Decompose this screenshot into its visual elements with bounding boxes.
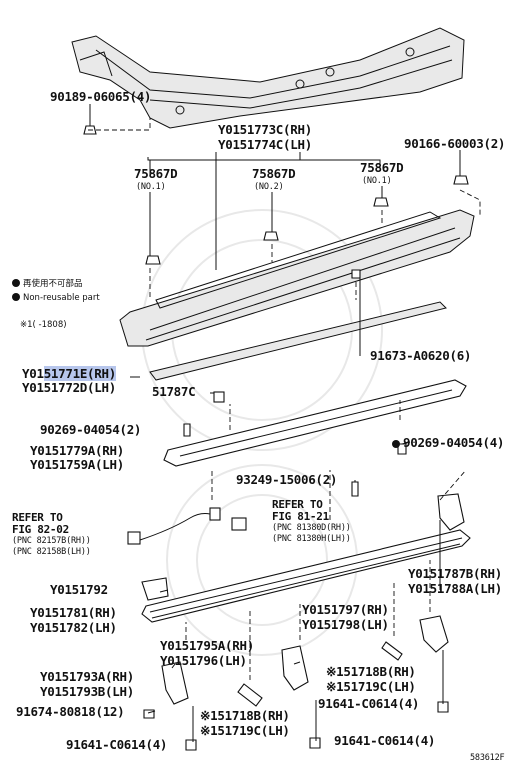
label-90269-04054-a: 90269-04054(2)	[40, 422, 142, 437]
fastener-clips	[83, 125, 469, 751]
small-bracket-792-part	[141, 577, 169, 601]
label-93249-15006: 93249-15006(2)	[236, 472, 338, 487]
label-91641-C0614-left: 91641-C0614(4)	[66, 737, 168, 752]
label-Y0151771E: Y0151771E(RH)	[22, 366, 116, 381]
label-Y0151798: Y0151798(LH)	[302, 617, 389, 632]
non-reusable-dot-icon	[12, 293, 20, 301]
projection-dashes	[88, 118, 481, 680]
body-frame-part	[71, 27, 465, 129]
label-75867D-a-sub: (NO.1)	[136, 182, 166, 192]
legend-jp-text: 再使用不可部品	[23, 279, 83, 289]
label-Y0151774C: Y0151774C(LH)	[218, 137, 312, 152]
label-Y0151771E-highlight: 51771E(RH)	[43, 366, 116, 381]
label-75867D-b: 75867D	[252, 166, 296, 181]
wire-harness-part	[127, 507, 247, 545]
label-Y0151779A: Y0151779A(RH)	[30, 443, 124, 458]
legend-non-reusable-jp: 再使用不可部品	[12, 279, 83, 289]
label-Y0151773C: Y0151773C(RH)	[218, 122, 312, 137]
pad-718-part	[237, 641, 403, 707]
refer-fig-82-02-fig: FIG 82-02	[12, 523, 69, 536]
figure-number: 583612F	[470, 753, 505, 763]
label-51719C-left: ※151719C(LH)	[200, 723, 290, 738]
board-bracket-rail-part	[163, 379, 467, 467]
label-91641-C0614-right: 91641-C0614(4)	[318, 696, 420, 711]
note-production-range: ※1( -1808)	[20, 320, 67, 330]
step-mat-strip-part	[149, 301, 447, 381]
label-Y0151771E-prefix: Y01	[22, 366, 44, 381]
label-91673-A0620: 91673-A0620(6)	[370, 348, 472, 363]
leader-lines	[89, 104, 461, 742]
refer-fig-81-21-pnc-rh: (PNC 81380D(RH))	[272, 523, 351, 533]
label-91674-80818: 91674-80818(12)	[16, 704, 125, 719]
label-75867D-c-sub: (NO.1)	[362, 176, 392, 186]
non-reusable-dot-icon	[392, 440, 400, 448]
label-90189-06065: 90189-06065(4)	[50, 89, 152, 104]
label-Y0151792: Y0151792	[50, 582, 108, 597]
label-Y0151793B: Y0151793B(LH)	[40, 684, 134, 699]
label-51787C: 51787C	[152, 384, 196, 399]
label-75867D-c: 75867D	[360, 160, 404, 175]
label-51719C-right: ※151719C(LH)	[326, 679, 416, 694]
running-board-part	[119, 209, 475, 347]
bracket-793-part	[161, 661, 189, 705]
label-Y0151759A: Y0151759A(LH)	[30, 457, 124, 472]
label-75867D-a: 75867D	[134, 166, 178, 181]
label-90269-04054-b-text: 90269-04054(4)	[403, 435, 505, 450]
label-90166-60003: 90166-60003(2)	[404, 136, 506, 151]
rocker-rail-part	[141, 529, 471, 623]
legend-en-text: Non-reusable part	[23, 293, 100, 303]
refer-fig-81-21-pnc-lh: (PNC 81380H(LH))	[272, 534, 351, 544]
label-51718B-left: ※151718B(RH)	[200, 708, 290, 723]
refer-fig-82-02-title: REFER TO	[12, 511, 63, 524]
label-Y0151781: Y0151781(RH)	[30, 605, 117, 620]
label-Y0151797: Y0151797(RH)	[302, 602, 389, 617]
bracket-797-part	[419, 615, 449, 653]
label-Y0151795A: Y0151795A(RH)	[160, 638, 254, 653]
label-Y0151788A: Y0151788A(LH)	[408, 581, 502, 596]
label-90269-04054-b: 90269-04054(4)	[392, 435, 505, 450]
label-51718B-right: ※151718B(RH)	[326, 664, 416, 679]
refer-fig-82-02-pnc-lh: (PNC 82158B(LH))	[12, 547, 91, 557]
refer-fig-82-02-pnc-rh: (PNC 82157B(RH))	[12, 536, 91, 546]
legend-non-reusable-en: Non-reusable part	[12, 293, 100, 303]
refer-fig-81-21-fig: FIG 81-21	[272, 510, 329, 523]
label-75867D-b-sub: (NO.2)	[254, 182, 284, 192]
label-91641-C0614-bottom: 91641-C0614(4)	[334, 733, 436, 748]
label-Y0151772D: Y0151772D(LH)	[22, 380, 116, 395]
label-Y0151793A: Y0151793A(RH)	[40, 669, 134, 684]
label-Y0151796: Y0151796(LH)	[160, 653, 247, 668]
label-Y0151782: Y0151782(LH)	[30, 620, 117, 635]
bracket-795-part	[281, 645, 309, 691]
refer-fig-81-21-title: REFER TO	[272, 498, 323, 511]
side-bracket-right-part	[437, 493, 465, 531]
non-reusable-dot-icon	[12, 279, 20, 287]
label-Y0151787B: Y0151787B(RH)	[408, 566, 502, 581]
